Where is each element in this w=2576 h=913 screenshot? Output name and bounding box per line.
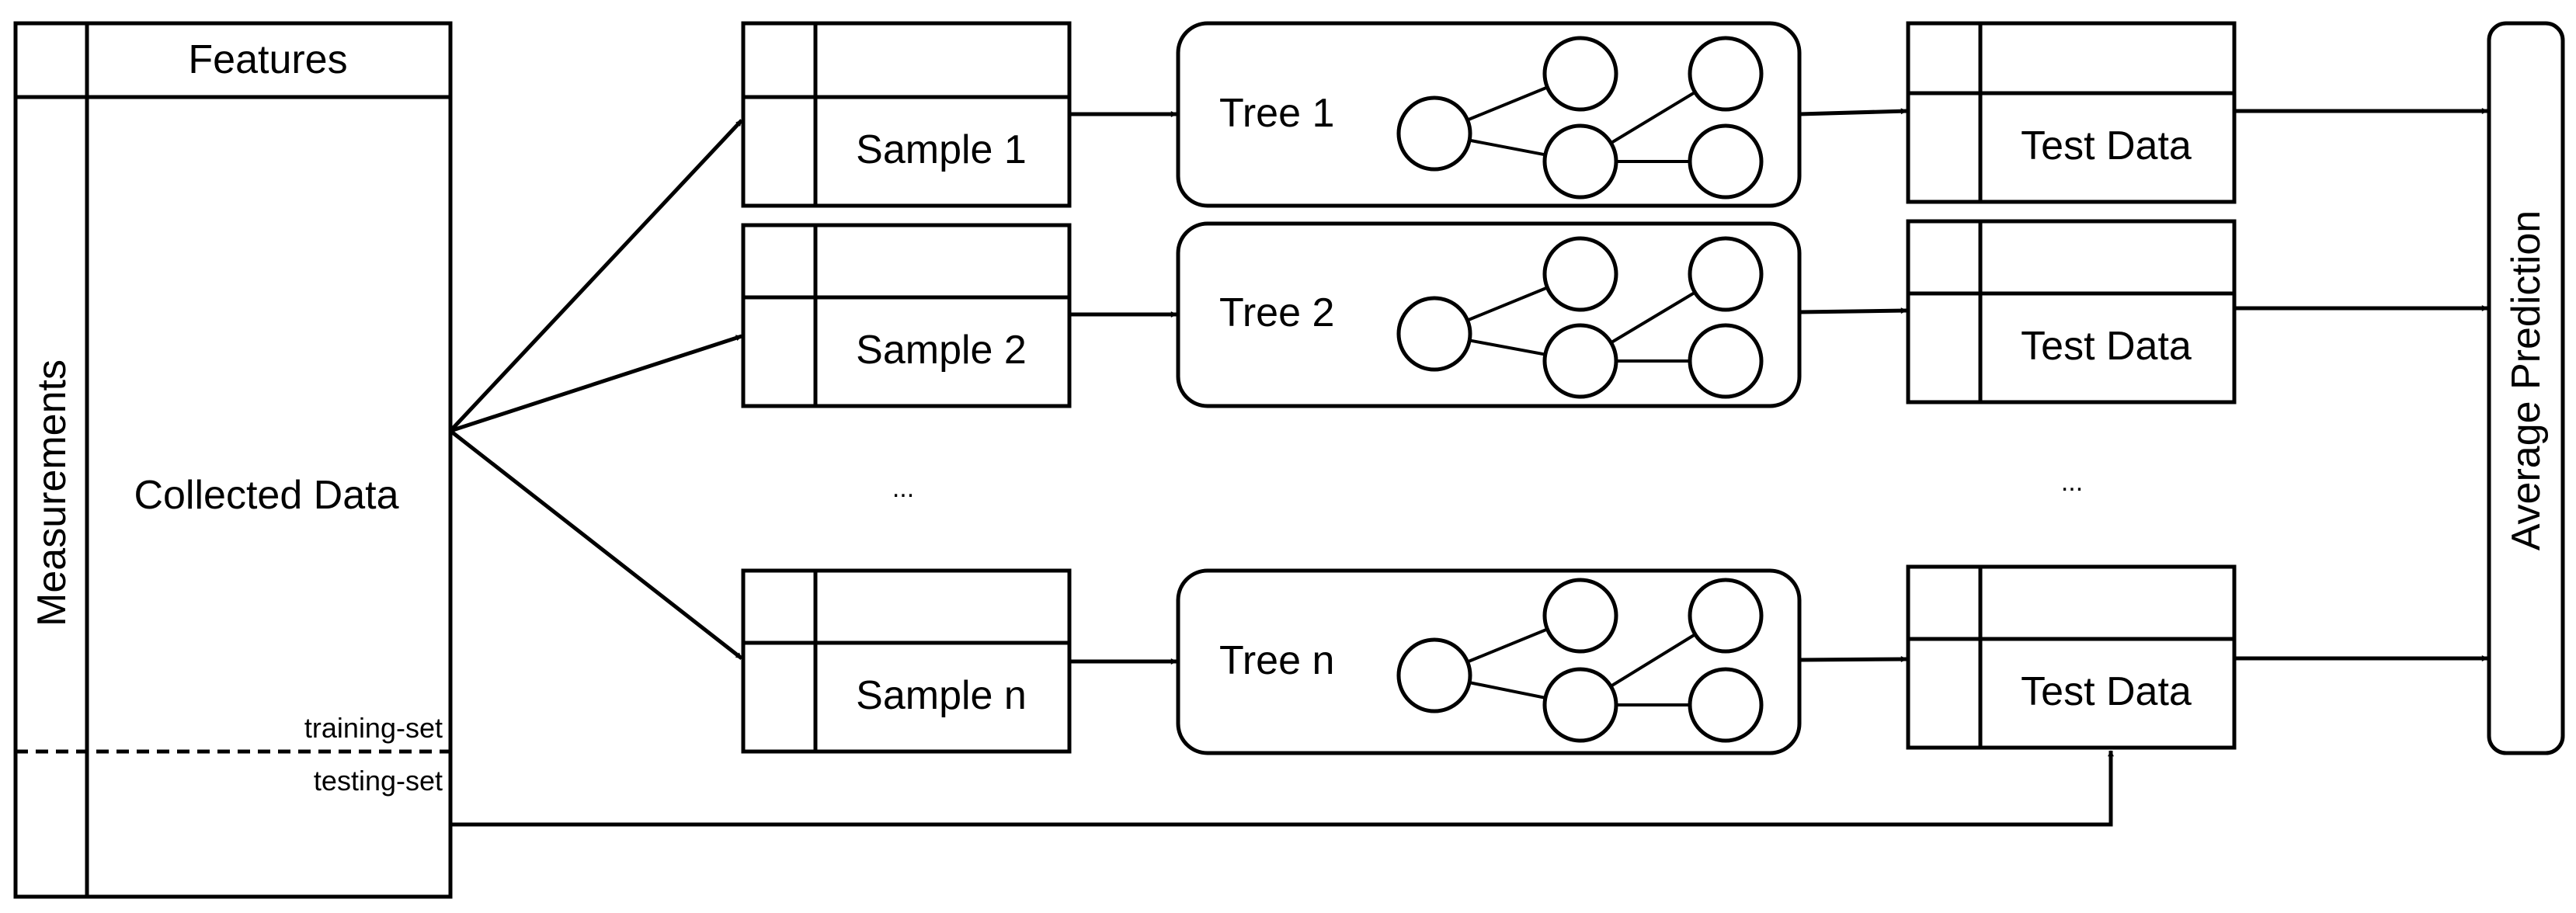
collected-data-label: Collected Data <box>134 473 398 518</box>
tree-graph-n <box>1396 578 1764 743</box>
sample-table-2: Sample 2 <box>741 223 1072 408</box>
test-data-ellipsis: ... <box>2061 467 2083 497</box>
test-data-label-2: Test Data <box>2021 324 2192 369</box>
tree-box-1: Tree 1 <box>1176 21 1802 208</box>
sample-table-n: Sample n <box>741 568 1072 754</box>
tree-box-2: Tree 2 <box>1176 221 1802 408</box>
tree-graph-1 <box>1396 36 1764 200</box>
test-data-table-n: Test Data <box>1906 564 2237 750</box>
testing-set-label: testing-set <box>314 765 443 797</box>
training-set-label: training-set <box>304 712 443 744</box>
test-data-table-2: Test Data <box>1906 219 2237 404</box>
tree-label-2: Tree 2 <box>1219 290 1334 335</box>
bootstrap-arrows <box>449 119 743 660</box>
test-data-table-1: Test Data <box>1906 21 2237 204</box>
collected-data-table: Features Measurements Collected Data tra… <box>13 21 453 899</box>
tree-graph-2 <box>1396 236 1764 399</box>
measurements-label: Measurements <box>30 359 75 627</box>
test-data-label-n: Test Data <box>2021 669 2192 714</box>
average-prediction-box: Average Prediction <box>2487 21 2565 755</box>
sample-table-1: Sample 1 <box>741 21 1072 208</box>
testing-set-arrow <box>450 750 2114 827</box>
samples-ellipsis: ... <box>892 474 914 503</box>
tree-label-1: Tree 1 <box>1219 91 1334 136</box>
tree-label-n: Tree n <box>1219 638 1334 683</box>
average-prediction-label: Average Prediction <box>2504 210 2549 550</box>
features-header: Features <box>188 37 347 82</box>
test-data-label-1: Test Data <box>2021 123 2192 168</box>
sample-label-1: Sample 1 <box>856 127 1027 172</box>
sample-label-2: Sample 2 <box>856 328 1027 373</box>
tree-box-n: Tree n <box>1176 568 1802 755</box>
sample-label-n: Sample n <box>856 673 1027 718</box>
